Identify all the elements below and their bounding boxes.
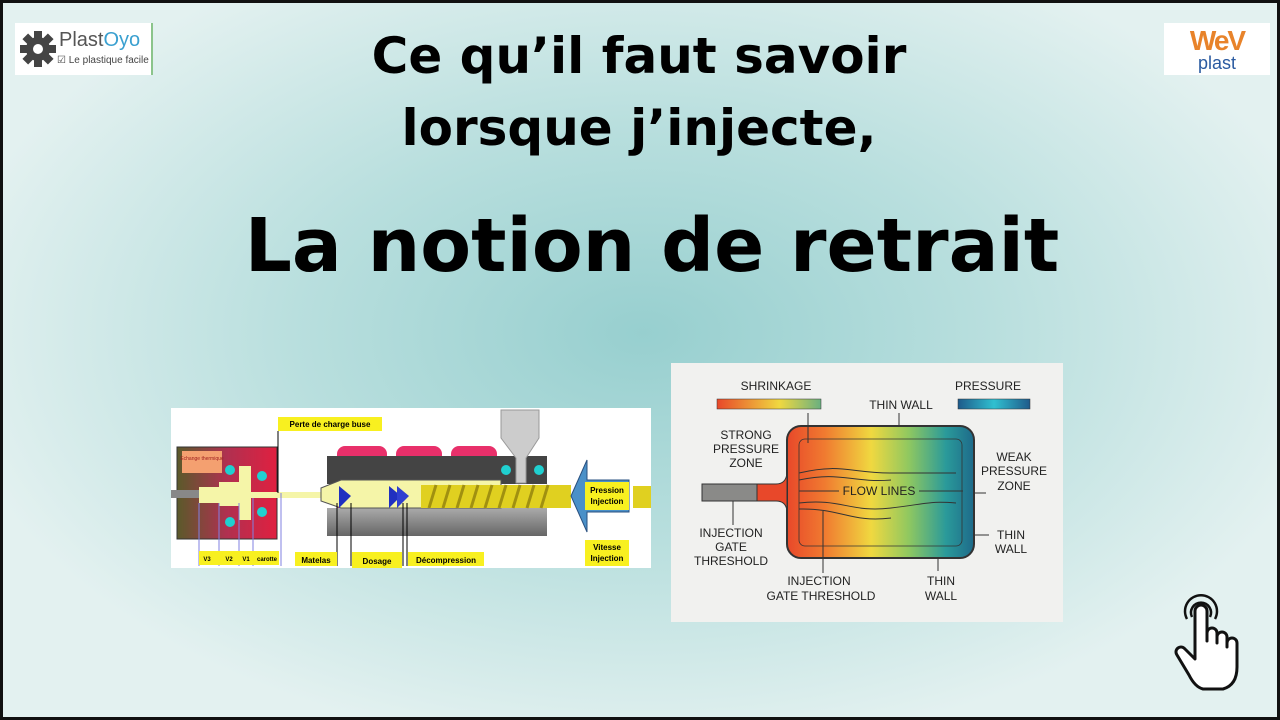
dosing-label: Dosage: [363, 557, 392, 566]
shrinkage-label: SHRINKAGE: [741, 379, 812, 393]
thin-wall-right-1: THIN: [997, 528, 1025, 542]
logo-plast: plast: [1197, 53, 1237, 73]
cushion-label: Matelas: [301, 556, 331, 565]
v2-label: V2: [225, 557, 233, 563]
strong-pressure-1: STRONG: [720, 428, 771, 442]
weak-pressure-3: ZONE: [997, 479, 1030, 493]
pressure-color-scale: [957, 398, 1031, 410]
shrinkage-color-scale: [716, 398, 822, 410]
main-title: La notion de retrait: [244, 203, 1060, 289]
injection-unit-diagram: Echange thermique Pression: [171, 408, 651, 568]
gear-icon: [20, 31, 56, 67]
thin-wall-top-label: THIN WALL: [869, 398, 933, 412]
title-line-1: Ce qu’il faut savoir: [371, 27, 907, 85]
injection-pressure-label-2: Injection: [591, 497, 624, 506]
logo-we: WeV: [1189, 25, 1246, 56]
weak-pressure-1: WEAK: [996, 450, 1031, 464]
weak-pressure-2: PRESSURE: [981, 464, 1047, 478]
tagline-text: Le plastique facile: [68, 55, 149, 66]
wevplast-logo: WeV plast: [1164, 23, 1270, 75]
injection-pressure-label-1: Pression: [590, 486, 624, 495]
shrinkage-diagram: SHRINKAGE PRESSURE THIN WALL: [671, 363, 1063, 622]
flow-lines-label: FLOW LINES: [843, 484, 916, 498]
pressure-label: PRESSURE: [955, 379, 1021, 393]
thin-wall-bottom-1: THIN: [927, 574, 955, 588]
carotte-label: carotte: [257, 557, 278, 563]
gate-left-1: INJECTION: [699, 526, 762, 540]
nozzle-pressure-loss-label: Perte de charge buse: [290, 420, 371, 429]
decompression-label: Décompression: [416, 556, 476, 565]
injection-speed-label-2: Injection: [591, 554, 624, 563]
title-line-2: lorsque j’injecte,: [401, 99, 877, 157]
logo-tagline: ☑ Le plastique facile: [57, 55, 149, 66]
logo-name-b: Oyo: [103, 29, 141, 51]
v3-label: V3: [203, 557, 211, 563]
gate-left-3: THRESHOLD: [694, 554, 768, 568]
plastoyo-logo: PlastOyo ☑ Le plastique facile: [15, 23, 153, 75]
strong-pressure-3: ZONE: [729, 456, 762, 470]
gate-bottom-1: INJECTION: [787, 574, 850, 588]
thin-wall-right-2: WALL: [995, 542, 1028, 556]
gate-bottom-2: GATE THRESHOLD: [767, 589, 876, 603]
strong-pressure-2: PRESSURE: [713, 442, 779, 456]
heat-exchange-label: Echange thermique: [180, 456, 224, 462]
injection-speed-label-1: Vitesse: [593, 543, 621, 552]
gate-left-2: GATE: [715, 540, 747, 554]
v1-label: V1: [242, 557, 250, 563]
tap-hand-icon[interactable]: [1173, 589, 1247, 693]
logo-name-a: Plast: [59, 29, 104, 51]
thin-wall-bottom-2: WALL: [925, 589, 958, 603]
